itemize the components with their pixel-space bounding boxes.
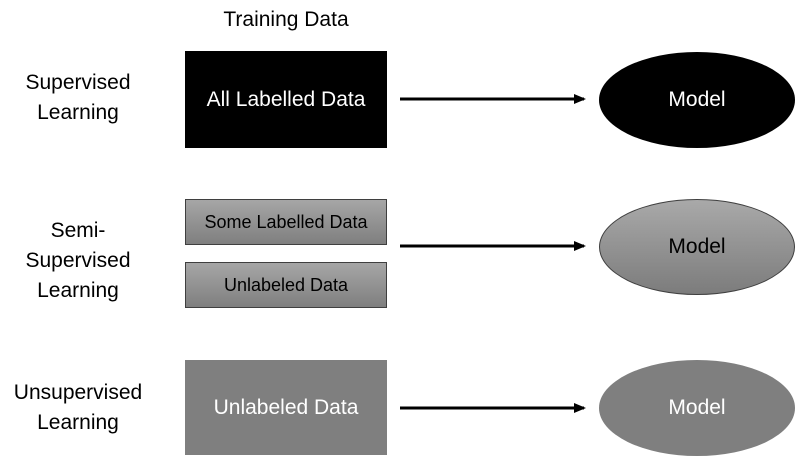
- box-unlabeled-data: Unlabeled Data: [185, 262, 387, 308]
- row-label-semi-supervised: Semi- Supervised Learning: [0, 216, 156, 306]
- label-line: Unsupervised: [13, 381, 143, 404]
- label-line: Learning: [37, 411, 119, 434]
- row-label-unsupervised: Unsupervised Learning: [0, 378, 156, 438]
- label-line: Semi-: [50, 219, 106, 242]
- training-data-header: Training Data: [223, 8, 349, 31]
- model-semi-supervised: Model: [599, 199, 795, 295]
- model-unsupervised: Model: [599, 360, 795, 456]
- row-label-supervised: Supervised Learning: [0, 68, 156, 128]
- box-some-labelled-data: Some Labelled Data: [185, 199, 387, 245]
- label-line: Supervised: [25, 71, 131, 94]
- label-line: Supervised: [25, 249, 131, 272]
- box-unlabeled-data-flat: Unlabeled Data: [185, 360, 387, 455]
- label-line: Learning: [37, 279, 119, 302]
- model-supervised: Model: [599, 52, 795, 148]
- label-line: Learning: [37, 101, 119, 124]
- box-all-labelled-data: All Labelled Data: [185, 51, 387, 148]
